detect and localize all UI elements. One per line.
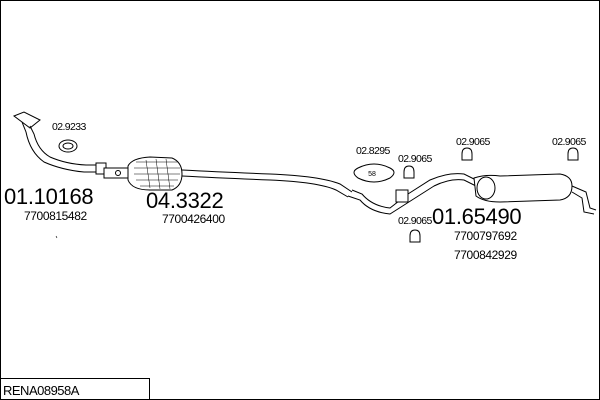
catalytic-converter-drawing (103, 156, 183, 191)
accessory-rubber-3-number: 02.9065 (552, 136, 586, 148)
rear-muffler-drawing (347, 173, 597, 215)
accessory-rubber-4-number: 02.9065 (398, 215, 432, 227)
accessory-gasket-number: 02.9233 (52, 121, 86, 133)
oe-number-rear-muffler-2: 7700842929 (454, 248, 517, 262)
middle-pipe-drawing (181, 169, 353, 198)
oe-number-front-pipe: 7700815482 (24, 209, 87, 223)
leader-lines (55, 235, 58, 239)
front-pipe-drawing (12, 111, 107, 175)
oe-number-rear-muffler-1: 7700797692 (454, 229, 517, 243)
part-number-front-pipe: 01.10168 (4, 184, 94, 209)
clamp-drawing: 58 (353, 163, 395, 183)
accessory-clamp-number: 02.8295 (356, 145, 390, 157)
gasket-drawing (58, 139, 78, 153)
part-number-catalyst: 04.3322 (146, 188, 224, 213)
accessory-rubber-1-number: 02.9065 (398, 153, 432, 165)
rubber-mount-drawing (403, 147, 579, 243)
accessory-rubber-2-number: 02.9065 (456, 136, 490, 148)
part-number-rear-muffler: 01.65490 (432, 204, 522, 229)
svg-text:58: 58 (368, 171, 376, 178)
reference-code: RENA08958A (3, 383, 79, 398)
oe-number-catalyst: 7700426400 (162, 212, 225, 226)
reference-box: RENA08958A (0, 378, 150, 399)
